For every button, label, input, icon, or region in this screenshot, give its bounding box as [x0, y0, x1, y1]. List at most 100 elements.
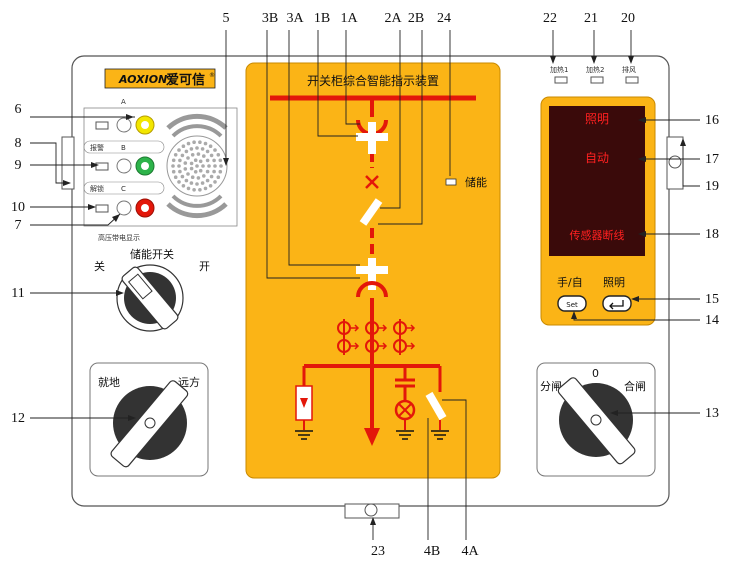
callout-5: 5	[223, 11, 230, 26]
callout-17: 17	[705, 152, 719, 167]
test-jack-a[interactable]	[116, 117, 132, 133]
grille-hole	[184, 178, 189, 183]
upper-position-horizontal	[356, 133, 388, 141]
grille-hole	[213, 164, 217, 168]
grille-arc-bottom-inner	[171, 194, 223, 208]
earth-switch-ground-icon	[431, 430, 449, 440]
callout-14: 14	[705, 313, 719, 328]
heater2-led	[590, 76, 604, 84]
callout-12: 12	[11, 411, 25, 426]
left-mount-bracket	[61, 136, 75, 190]
grille-hole	[177, 164, 181, 168]
grille-hole	[189, 161, 194, 166]
grille-hole	[181, 184, 186, 188]
grille-hole	[205, 169, 210, 174]
grille-hole	[198, 140, 202, 144]
grille-hole	[190, 175, 195, 179]
arrester-ground-icon	[295, 430, 313, 440]
callout-23: 23	[371, 544, 385, 559]
grille-hole	[209, 174, 214, 179]
leader-4a	[442, 399, 467, 540]
earth-switch-blade	[425, 391, 447, 421]
set-button[interactable]: Set	[557, 295, 587, 312]
grille-arc-top-outer	[166, 113, 228, 130]
grille-hole	[192, 188, 196, 192]
grille-hole	[216, 153, 221, 157]
top-indicator-label-2: 加热2	[586, 65, 604, 74]
arrester-arrow	[300, 398, 308, 408]
display-line-sensor: 传感器断线	[570, 228, 625, 242]
callout-22: 22	[543, 11, 557, 26]
callout-15: 15	[705, 292, 719, 307]
alarm-label: 报警	[90, 143, 104, 152]
top-indicator-label-3: 排风	[622, 65, 636, 74]
callout-10: 10	[11, 200, 25, 215]
grille-hole	[189, 147, 194, 151]
callout-4b: 4B	[424, 544, 440, 559]
unlock-slot	[83, 181, 165, 195]
leader-19	[682, 140, 700, 187]
test-jack-b[interactable]	[116, 158, 132, 174]
open-close-key	[590, 414, 602, 426]
grille-hole	[213, 180, 217, 184]
grille-hole	[190, 153, 195, 157]
enter-button[interactable]	[602, 295, 632, 312]
test-jack-c[interactable]	[116, 200, 132, 216]
grille-hole	[186, 156, 190, 160]
local-remote-knob[interactable]	[109, 379, 189, 468]
storage-switch-title: 储能开关	[130, 247, 174, 261]
alarm-led-a	[95, 121, 109, 130]
grille-hole	[205, 178, 210, 183]
manual-auto-label: 手/自	[557, 275, 583, 289]
grille-hole	[202, 154, 206, 158]
display-line-auto: 自动	[585, 151, 609, 165]
open-close-knob[interactable]	[557, 376, 637, 465]
grille-hole	[205, 149, 210, 154]
callout-19: 19	[705, 179, 719, 194]
grille-hole	[171, 169, 176, 174]
grille-hole	[198, 159, 203, 164]
grille-hole	[178, 169, 182, 174]
grille-hole	[189, 181, 194, 185]
grille-hole	[184, 149, 189, 154]
zero-label: 0	[592, 367, 599, 380]
leader-3b	[266, 30, 360, 279]
callout-2a: 2A	[384, 11, 402, 26]
breaker-x-mark-b	[365, 175, 379, 189]
grille-hole	[180, 153, 185, 158]
grille-hole	[178, 158, 182, 163]
grille-hole	[219, 164, 223, 168]
current-transformer-icon	[393, 337, 416, 355]
storage-switch-off: 关	[94, 259, 105, 273]
current-transformer-icon	[337, 337, 360, 355]
leader-3a	[288, 30, 360, 266]
right-screw-hole	[668, 155, 682, 169]
grille-hole	[195, 164, 199, 168]
display-screen	[549, 106, 645, 256]
grille-hole	[171, 158, 176, 163]
buzzer-grille	[166, 113, 228, 219]
callout-18: 18	[705, 227, 719, 242]
grille-arc-top-inner	[171, 124, 223, 138]
grille-hole	[173, 153, 178, 157]
callout-3a: 3A	[286, 11, 304, 26]
grille-hole	[196, 152, 201, 156]
storage-switch-knob[interactable]	[116, 264, 184, 332]
grille-hole	[218, 158, 223, 163]
phase-label-a: A	[121, 98, 126, 106]
grille-hole	[189, 166, 194, 171]
callout-1b: 1B	[314, 11, 330, 26]
enter-arrow-icon	[609, 300, 624, 310]
breaker-indicator	[359, 198, 383, 226]
grille-hole	[209, 153, 214, 158]
callout-8: 8	[15, 136, 22, 151]
phase-label-c: C	[121, 185, 126, 193]
unlock-label: 解锁	[90, 184, 104, 193]
callout-6: 6	[15, 102, 22, 117]
grille-hole	[186, 141, 191, 146]
grille-hole	[180, 174, 185, 179]
grille-hole	[216, 175, 221, 179]
grille-hole	[203, 141, 208, 146]
